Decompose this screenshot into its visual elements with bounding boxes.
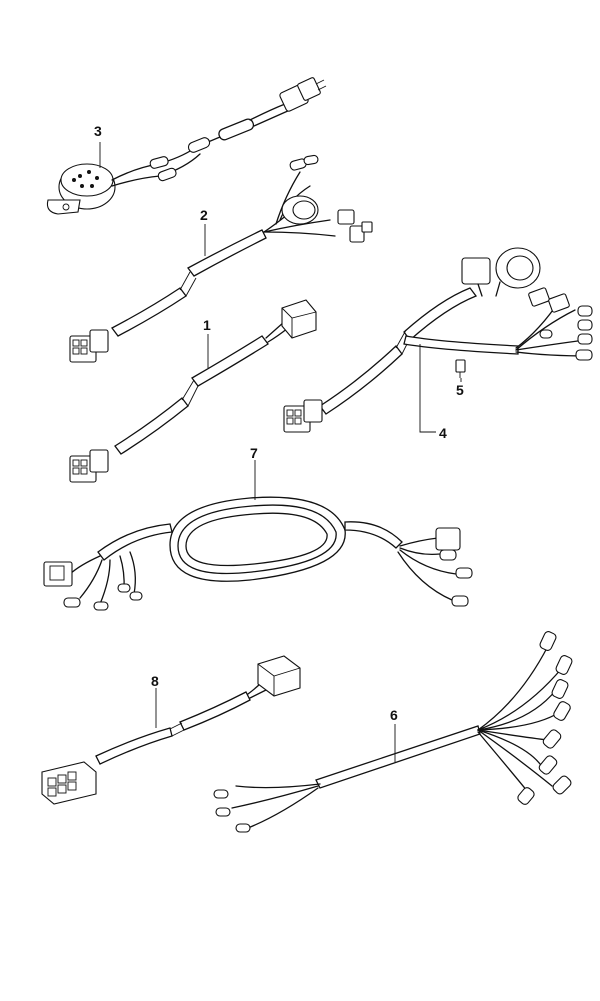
part-1-harness <box>69 299 317 483</box>
part-5-fuse <box>455 359 466 378</box>
part-4-main-harness <box>283 247 593 433</box>
part-2-harness <box>69 154 373 363</box>
callout-4: 4 <box>439 425 447 441</box>
callout-7: 7 <box>250 445 258 461</box>
callout-3: 3 <box>94 123 102 139</box>
part-6-lead-harness <box>213 631 573 833</box>
part-8-short-harness <box>41 655 301 805</box>
part-7-extension-harness <box>43 496 473 611</box>
callout-8: 8 <box>151 673 159 689</box>
callout-6: 6 <box>390 707 398 723</box>
callout-2: 2 <box>200 207 208 223</box>
part-3-buzzer-harness <box>46 77 327 215</box>
callout-5: 5 <box>456 382 464 398</box>
leader-lines <box>99 142 462 762</box>
callout-1: 1 <box>203 317 211 333</box>
